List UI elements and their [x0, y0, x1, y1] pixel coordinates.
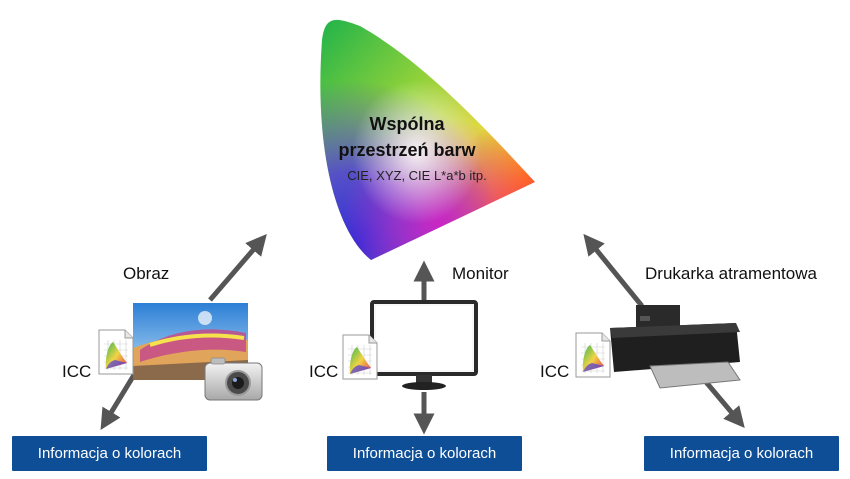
title-line-2: przestrzeń barw — [338, 140, 476, 160]
icc-label-monitor: ICC — [309, 362, 339, 381]
device-label-printer: Drukarka atramentowa — [645, 264, 817, 283]
cie-gamut-shape — [320, 19, 535, 260]
color-space-examples: CIE, XYZ, CIE L*a*b itp. — [347, 168, 487, 183]
icc-profile-icon-printer — [575, 332, 611, 378]
icc-label-printer: ICC — [540, 362, 570, 381]
device-label-monitor: Monitor — [452, 264, 509, 283]
color-info-button-printer[interactable]: Informacja o kolorach — [644, 436, 839, 471]
arrow-image-to-space — [208, 234, 267, 302]
arrow-printer-to-space — [583, 233, 644, 308]
monitor-icon — [370, 300, 478, 390]
icc-profile-icon-monitor — [342, 334, 378, 380]
icc-label-image: ICC — [62, 362, 92, 381]
device-label-image: Obraz — [123, 264, 170, 283]
printer-icon — [610, 305, 741, 389]
camera-icon — [204, 357, 263, 401]
title-line-1: Wspólna — [369, 114, 445, 134]
color-info-button-monitor[interactable]: Informacja o kolorach — [327, 436, 522, 471]
common-color-space-title: Wspólna przestrzeń barw — [332, 111, 482, 163]
icc-profile-icon-image — [98, 329, 134, 375]
color-info-button-image[interactable]: Informacja o kolorach — [12, 436, 207, 471]
arrow-printer-to-info — [704, 380, 745, 429]
arrow-image-to-info — [100, 368, 140, 430]
